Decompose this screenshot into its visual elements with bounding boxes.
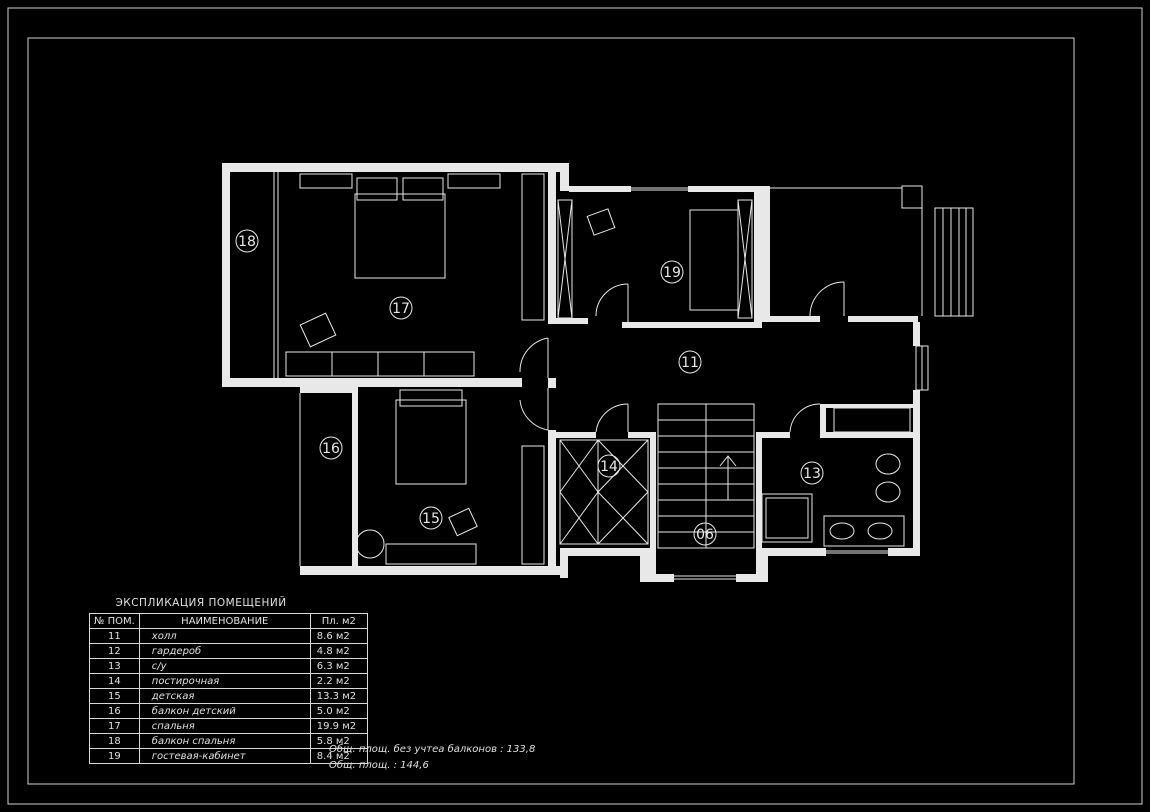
cell-name: гардероб <box>138 643 311 659</box>
room-lines <box>273 172 974 580</box>
cell-name: холл <box>138 628 311 644</box>
cell-number: 18 <box>89 733 140 749</box>
area-totals: Общ. площ. без учтеа балконов : 133,8 Об… <box>329 742 535 774</box>
cell-name: постирочная <box>138 673 311 689</box>
room-11-label: 11 <box>681 355 699 371</box>
room-13-marker <box>800 461 824 485</box>
cell-area: 8.4 м2 <box>309 748 368 764</box>
cell-area: 2.2 м2 <box>309 673 368 689</box>
table-header-row: № ПОМ. НАИМЕНОВАНИЕ Пл. м2 <box>89 613 368 629</box>
cell-name: детская <box>138 688 311 704</box>
cell-area: 4.8 м2 <box>309 643 368 659</box>
cell-number: 12 <box>89 643 140 659</box>
room-14-label: 14 <box>600 459 618 475</box>
cell-number: 17 <box>89 718 140 734</box>
cell-number: 13 <box>89 658 140 674</box>
cell-name: гостевая-кабинет <box>138 748 311 764</box>
cell-area: 8.6 м2 <box>309 628 368 644</box>
col-number: № ПОМ. <box>89 613 140 629</box>
room-17-label: 17 <box>392 301 410 317</box>
outer-frame <box>7 7 1143 805</box>
room-11-marker <box>678 350 702 374</box>
col-area: Пл. м2 <box>309 613 368 629</box>
room-19-label: 19 <box>663 265 681 281</box>
room-15-marker <box>419 506 443 530</box>
room-18-label: 18 <box>238 234 256 250</box>
cell-number: 15 <box>89 688 140 704</box>
total-without-balconies: Общ. площ. без учтеа балконов : 133,8 <box>329 744 536 755</box>
cell-area: 5.0 м2 <box>309 703 368 719</box>
cell-area: 13.3 м2 <box>309 688 368 704</box>
cell-number: 14 <box>89 673 140 689</box>
cell-area: 6.3 м2 <box>309 658 368 674</box>
room-06-marker <box>693 522 717 546</box>
explication-title: ЭКСПЛИКАЦИЯ ПОМЕЩЕНИЙ <box>115 597 287 609</box>
room-16-label: 16 <box>322 441 340 457</box>
room-14-marker <box>597 454 621 478</box>
cell-name: балкон детский <box>138 703 311 719</box>
inner-frame <box>27 37 1075 785</box>
cell-name: балкон спальня <box>138 733 311 749</box>
total-area: Общ. площ. : 144,6 <box>329 760 429 771</box>
col-name: НАИМЕНОВАНИЕ <box>138 613 311 629</box>
cell-number: 16 <box>89 703 140 719</box>
room-13-label: 13 <box>803 466 821 482</box>
room-16-marker <box>319 436 343 460</box>
room-15-label: 15 <box>422 511 440 527</box>
room-18-marker <box>235 229 259 253</box>
walls <box>222 163 923 582</box>
cell-area: 19.9 м2 <box>309 718 368 734</box>
room-19-marker <box>660 260 684 284</box>
cell-name: спальня <box>138 718 311 734</box>
room-17-marker <box>389 296 413 320</box>
room-06-label: 06 <box>696 527 714 543</box>
cell-name: с/у <box>138 658 311 674</box>
cell-number: 19 <box>89 748 140 764</box>
cell-number: 11 <box>89 628 140 644</box>
